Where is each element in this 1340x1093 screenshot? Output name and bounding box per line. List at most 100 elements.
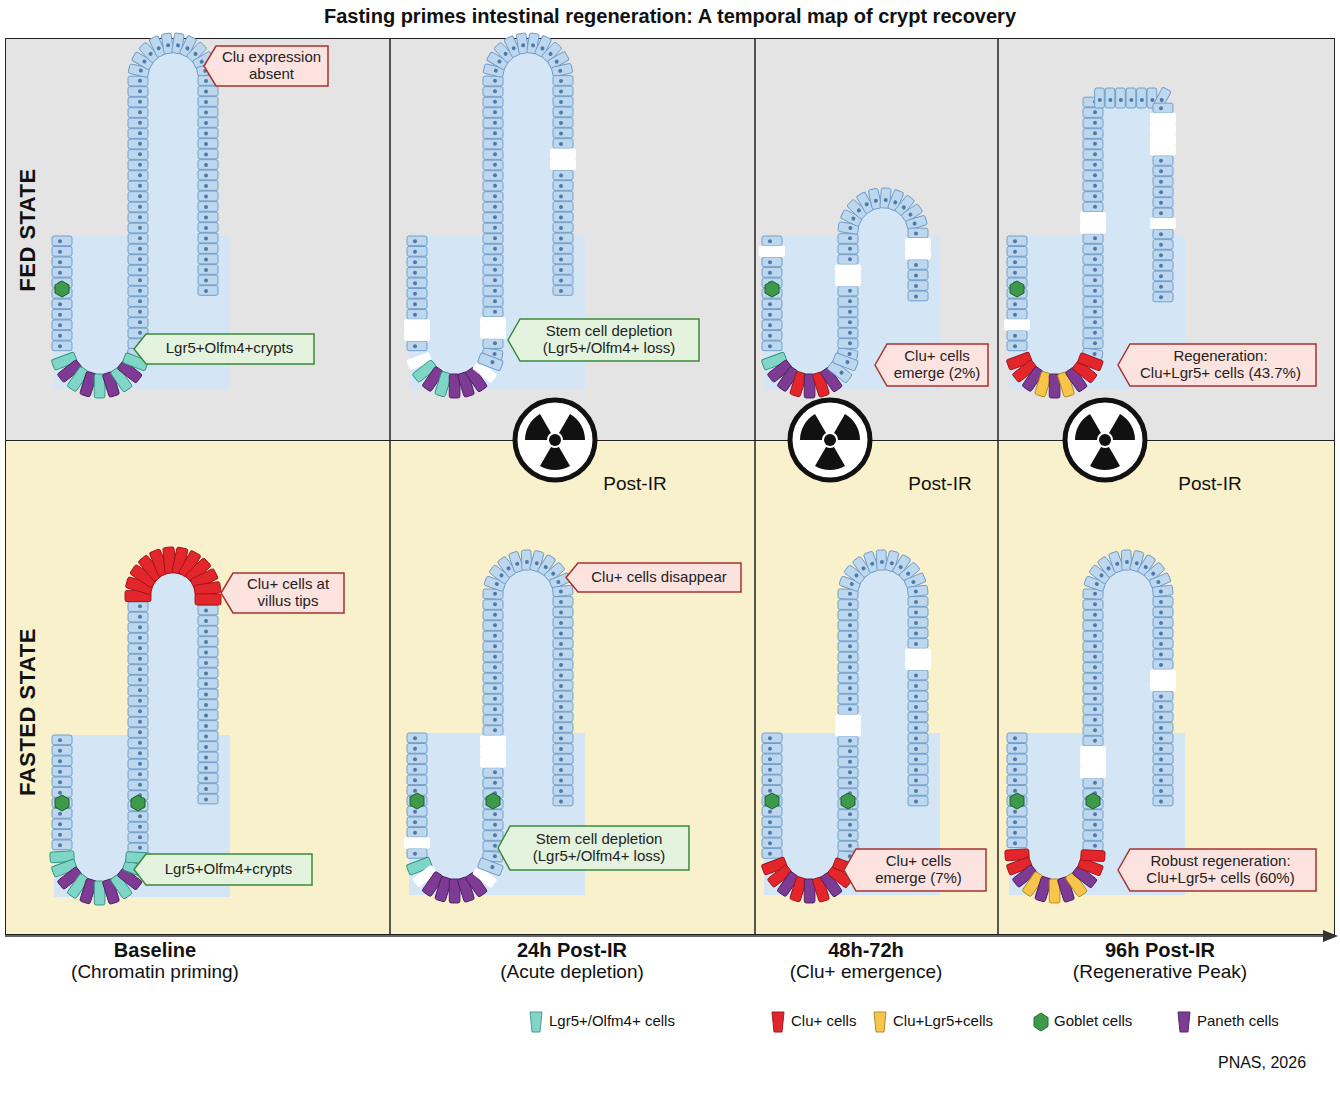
cell-nucleus (1159, 169, 1163, 173)
cell-body (1083, 726, 1103, 736)
cell-body (838, 778, 858, 788)
epithelial-cell (1007, 817, 1027, 827)
cell-body (553, 212, 573, 222)
cell-nucleus (1093, 173, 1097, 177)
cell-nucleus (1013, 810, 1017, 814)
cell-nucleus (848, 781, 852, 785)
cell-body (407, 278, 427, 288)
cell-body (1007, 268, 1027, 278)
cell-body (550, 159, 576, 170)
epithelial-cell (483, 265, 503, 275)
cell-nucleus (493, 226, 497, 230)
callout-outline (875, 344, 988, 386)
epithelial-cell (1153, 597, 1173, 607)
cell-nucleus (493, 299, 497, 303)
cell-nucleus (914, 610, 918, 614)
legend-swatch-frame (1033, 1010, 1049, 1034)
cell-nucleus (848, 226, 853, 231)
cell-nucleus (1159, 715, 1163, 719)
cell-nucleus (138, 79, 142, 83)
cell-nucleus (914, 757, 918, 761)
cell-nucleus (204, 89, 208, 93)
cell-nucleus (58, 260, 62, 264)
cell-body (1083, 652, 1103, 662)
cell-nucleus (1013, 302, 1017, 306)
cell-nucleus (893, 200, 898, 205)
cell-nucleus (413, 736, 417, 740)
epithelial-cell (128, 223, 148, 233)
cell-nucleus (493, 194, 497, 198)
cell-body (128, 654, 148, 664)
cell-body (52, 320, 72, 330)
cell-body (552, 585, 573, 597)
cell-nucleus (1093, 707, 1097, 711)
cell-nucleus (138, 625, 142, 629)
cell-body (908, 796, 928, 806)
epithelial-cell (198, 689, 218, 699)
epithelial-cell (52, 310, 72, 320)
cell-nucleus (58, 843, 62, 847)
epithelial-cell (52, 236, 72, 246)
cell-body (483, 642, 503, 652)
epithelial-cell (483, 694, 503, 704)
epithelial-cell (1153, 240, 1173, 250)
cell-nucleus (1093, 152, 1097, 156)
cell-body (128, 255, 148, 265)
epithelial-cell (128, 150, 148, 160)
cell-nucleus (1013, 778, 1017, 782)
epithelial-cell (1077, 353, 1103, 371)
callout-text: Lgr5+Olfm4+crypts (165, 861, 293, 878)
epithelial-cell (553, 691, 573, 701)
cell-body (483, 339, 503, 349)
epithelial-cell (128, 265, 148, 275)
epithelial-cell (1083, 276, 1103, 286)
cell-body (762, 268, 782, 278)
epithelial-cell (52, 247, 72, 257)
cell-nucleus (848, 697, 852, 701)
cell-nucleus (490, 360, 495, 365)
epithelial-cell (407, 848, 427, 858)
cell-nucleus (413, 789, 417, 793)
cell-nucleus (204, 100, 208, 104)
cell-nucleus (848, 707, 852, 711)
cell-body (762, 310, 782, 320)
cell-body (762, 331, 782, 341)
epithelial-cell (553, 607, 573, 617)
epithelial-cell (1083, 318, 1103, 328)
epithelial-cell (128, 297, 148, 307)
cell-body (1083, 694, 1103, 704)
epithelial-cell (198, 181, 218, 191)
cell-body (128, 286, 148, 296)
cell-body (198, 742, 218, 752)
cell-nucleus (138, 751, 142, 755)
cell-nucleus (204, 713, 208, 717)
goblet-cell (1086, 793, 1100, 809)
epithelial-cell (128, 202, 148, 212)
cell-body (198, 637, 218, 647)
cell-nucleus (848, 686, 852, 690)
cell-body (1083, 642, 1103, 652)
cell-body (198, 626, 218, 636)
cell-body (52, 331, 72, 341)
epithelial-cell (1083, 715, 1103, 725)
epithelial-cell (128, 87, 148, 97)
cell-nucleus (848, 299, 852, 303)
cell-body (52, 257, 72, 267)
radiation-center (549, 434, 561, 446)
epithelial-cell (198, 605, 218, 615)
cell-nucleus (1013, 344, 1017, 348)
epithelial-cell (550, 148, 576, 159)
cell-nucleus (493, 341, 497, 345)
cell-nucleus (493, 278, 497, 282)
cell-nucleus (559, 663, 563, 667)
text-label: Post-IR (1178, 473, 1241, 495)
cell-nucleus (880, 560, 884, 564)
cell-nucleus (914, 789, 918, 793)
cell-body (198, 721, 218, 731)
cell-nucleus (138, 247, 142, 251)
epithelial-cell (838, 831, 858, 841)
cell-body (195, 594, 221, 605)
cell-body (52, 819, 72, 829)
cell-nucleus (138, 730, 142, 734)
cell-nucleus (1093, 676, 1097, 680)
